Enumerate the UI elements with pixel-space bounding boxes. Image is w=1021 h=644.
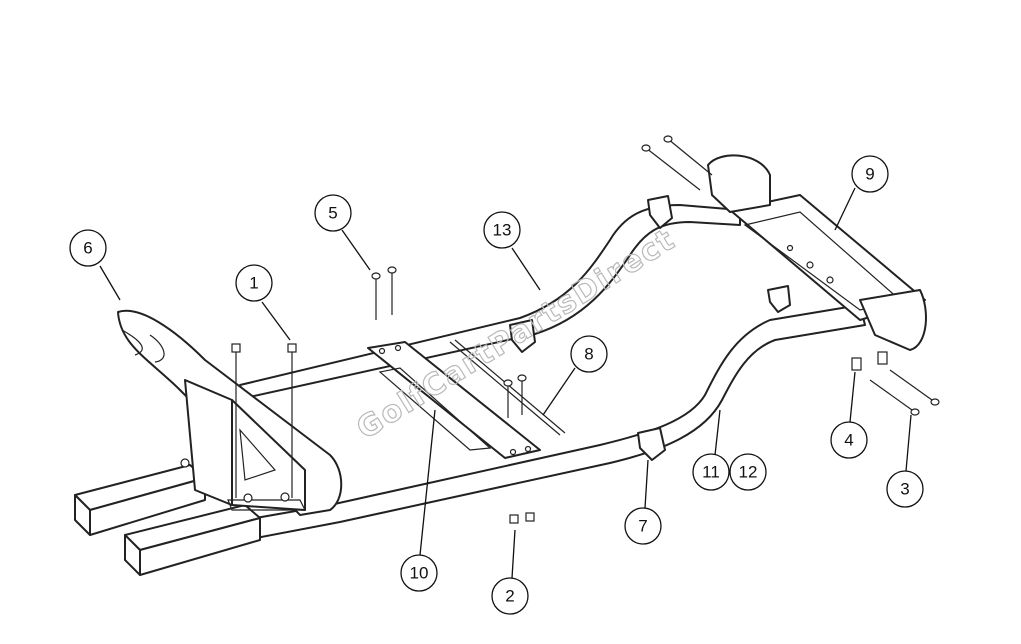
svg-text:7: 7 bbox=[638, 517, 647, 536]
svg-text:8: 8 bbox=[584, 345, 593, 364]
callout-10: 10 bbox=[400, 554, 438, 592]
callout-11: 11 bbox=[692, 453, 730, 491]
callout-12: 12 bbox=[729, 453, 767, 491]
svg-text:5: 5 bbox=[328, 204, 337, 223]
frame-brackets bbox=[509, 195, 791, 461]
svg-text:3: 3 bbox=[900, 480, 909, 499]
callout-5: 5 bbox=[314, 194, 352, 232]
svg-text:2: 2 bbox=[505, 587, 514, 606]
rear-bed-support bbox=[707, 154, 927, 351]
leader-lines bbox=[99, 187, 912, 579]
svg-text:1: 1 bbox=[249, 274, 258, 293]
svg-text:13: 13 bbox=[493, 221, 512, 240]
front-cross-member bbox=[117, 309, 343, 516]
callout-4: 4 bbox=[830, 421, 868, 459]
svg-text:4: 4 bbox=[844, 431, 853, 450]
callout-9: 9 bbox=[851, 155, 889, 193]
hardware bbox=[231, 135, 940, 524]
svg-text:9: 9 bbox=[865, 165, 874, 184]
callout-13: 13 bbox=[483, 211, 521, 249]
svg-text:10: 10 bbox=[410, 564, 429, 583]
center-cross-member bbox=[367, 341, 541, 459]
svg-text:12: 12 bbox=[739, 463, 758, 482]
callout-8: 8 bbox=[570, 335, 608, 373]
svg-text:11: 11 bbox=[702, 463, 720, 482]
callout-6: 6 bbox=[69, 229, 107, 267]
svg-text:6: 6 bbox=[83, 239, 92, 258]
front-rails bbox=[74, 464, 261, 576]
callout-1: 1 bbox=[235, 264, 273, 302]
callout-3: 3 bbox=[886, 470, 924, 508]
callout-2: 2 bbox=[491, 577, 529, 615]
callout-7: 7 bbox=[624, 507, 662, 545]
cross-rod bbox=[449, 339, 566, 436]
